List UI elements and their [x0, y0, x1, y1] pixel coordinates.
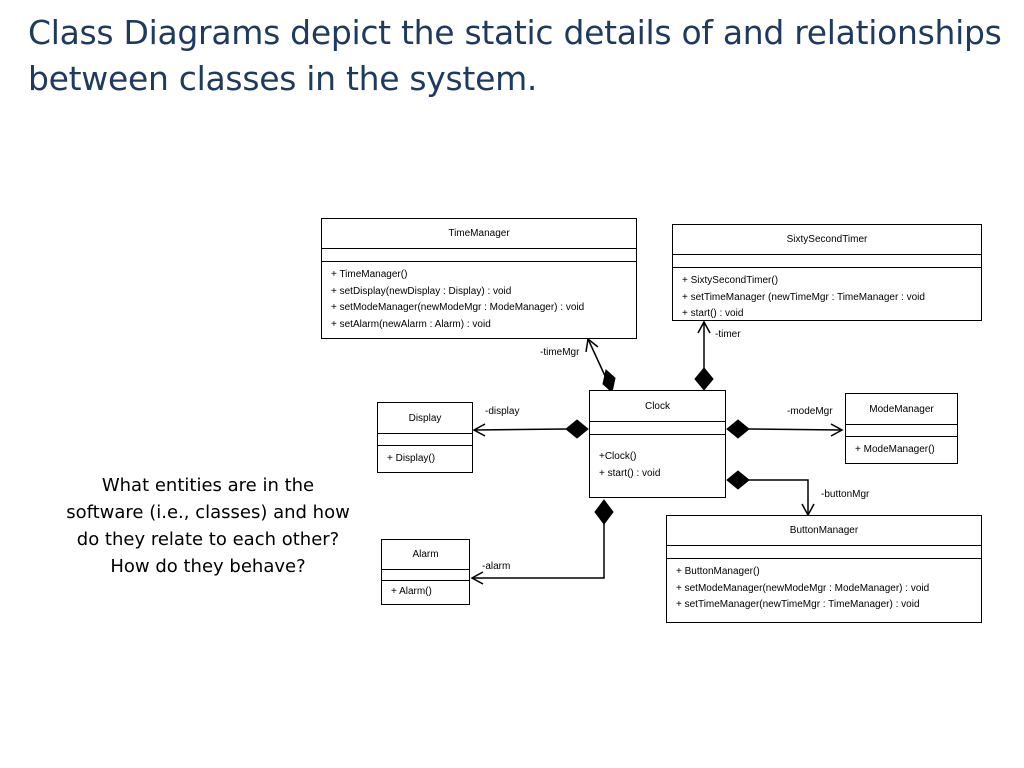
operation: +Clock() [599, 451, 637, 462]
role-label-display: -display [485, 406, 520, 417]
role-label-buttonmgr: -buttonMgr [821, 489, 870, 500]
operation: + setModeManager(newModeMgr : ModeManage… [331, 302, 585, 313]
operation: + setTimeManager (newTimeMgr : TimeManag… [682, 291, 925, 303]
class-attributes [673, 255, 981, 268]
operation: + ButtonManager() [676, 566, 760, 577]
class-name: Alarm [382, 540, 469, 570]
connector-display [473, 428, 567, 431]
diamond-display [565, 419, 589, 439]
class-name: Display [378, 403, 472, 434]
arrowhead-display [472, 423, 486, 437]
operation: + SixtySecondTimer() [682, 275, 779, 286]
class-attributes [382, 570, 469, 581]
class-modemanager: ModeManager + ModeManager() [845, 393, 958, 464]
class-operations: + Alarm() [382, 581, 469, 601]
diamond-buttonmanager [726, 470, 750, 490]
operation: + setAlarm(newAlarm : Alarm) : void [331, 318, 491, 330]
class-operations: + ModeManager() [846, 437, 957, 459]
class-attributes [667, 546, 981, 559]
connector-timemanager [587, 338, 607, 379]
operation: + Alarm() [391, 586, 432, 597]
class-attributes [378, 434, 472, 446]
diamond-sixtysecondtimer [694, 367, 714, 391]
class-name: SixtySecondTimer [673, 225, 981, 255]
class-name: Clock [590, 391, 725, 422]
class-sixtysecondtimer: SixtySecondTimer + SixtySecondTimer() + … [672, 224, 982, 321]
class-alarm: Alarm + Alarm() [381, 539, 470, 605]
class-name: TimeManager [322, 219, 636, 249]
role-label-timer: -timer [715, 329, 741, 340]
slide-question: What entities are in the software (i.e.,… [66, 475, 350, 577]
arrowhead-modemanager [830, 423, 844, 437]
diamond-alarm [594, 499, 614, 525]
class-attributes [846, 425, 957, 437]
arrowhead-timemanager [585, 337, 599, 353]
connector-buttonmanager [749, 479, 809, 515]
operation: + start() : void [599, 467, 661, 479]
operation: + setDisplay(newDisplay : Display) : voi… [331, 285, 512, 297]
class-buttonmanager: ButtonManager + ButtonManager() + setMod… [666, 515, 982, 623]
operation: + Display() [387, 453, 436, 464]
class-timemanager: TimeManager + TimeManager() + setDisplay… [321, 218, 637, 339]
connector-alarm [472, 523, 605, 579]
diamond-modemanager [726, 419, 750, 439]
operation: + ModeManager() [855, 444, 935, 455]
arrowhead-sixtysecondtimer [697, 320, 711, 334]
operation: + setModeManager(newModeMgr : ModeManage… [676, 582, 930, 594]
class-operations: + TimeManager() + setDisplay(newDisplay … [322, 262, 636, 333]
diamond-timemanager [602, 369, 616, 393]
role-label-alarm: -alarm [482, 561, 511, 572]
slide-title: Class Diagrams depict the static details… [28, 13, 1002, 98]
class-operations: + ButtonManager() + setModeManager(newMo… [667, 559, 981, 614]
class-display: Display + Display() [377, 402, 473, 473]
class-name: ButtonManager [667, 516, 981, 546]
connector-modemanager [748, 428, 843, 431]
class-attributes [322, 249, 636, 262]
class-operations: +Clock() + start() : void [590, 435, 725, 482]
arrowhead-alarm [470, 571, 484, 585]
class-name: ModeManager [846, 394, 957, 425]
class-clock: Clock +Clock() + start() : void [589, 390, 726, 498]
class-operations: + Display() [378, 446, 472, 468]
role-label-timemgr: -timeMgr [540, 347, 580, 358]
role-label-modemgr: -modeMgr [787, 406, 833, 417]
operation: + start() : void [682, 308, 744, 319]
class-attributes [590, 422, 725, 435]
class-operations: + SixtySecondTimer() + setTimeManager (n… [673, 268, 981, 323]
operation: + setTimeManager(newTimeMgr : TimeManage… [676, 599, 920, 610]
operation: + TimeManager() [331, 269, 408, 280]
